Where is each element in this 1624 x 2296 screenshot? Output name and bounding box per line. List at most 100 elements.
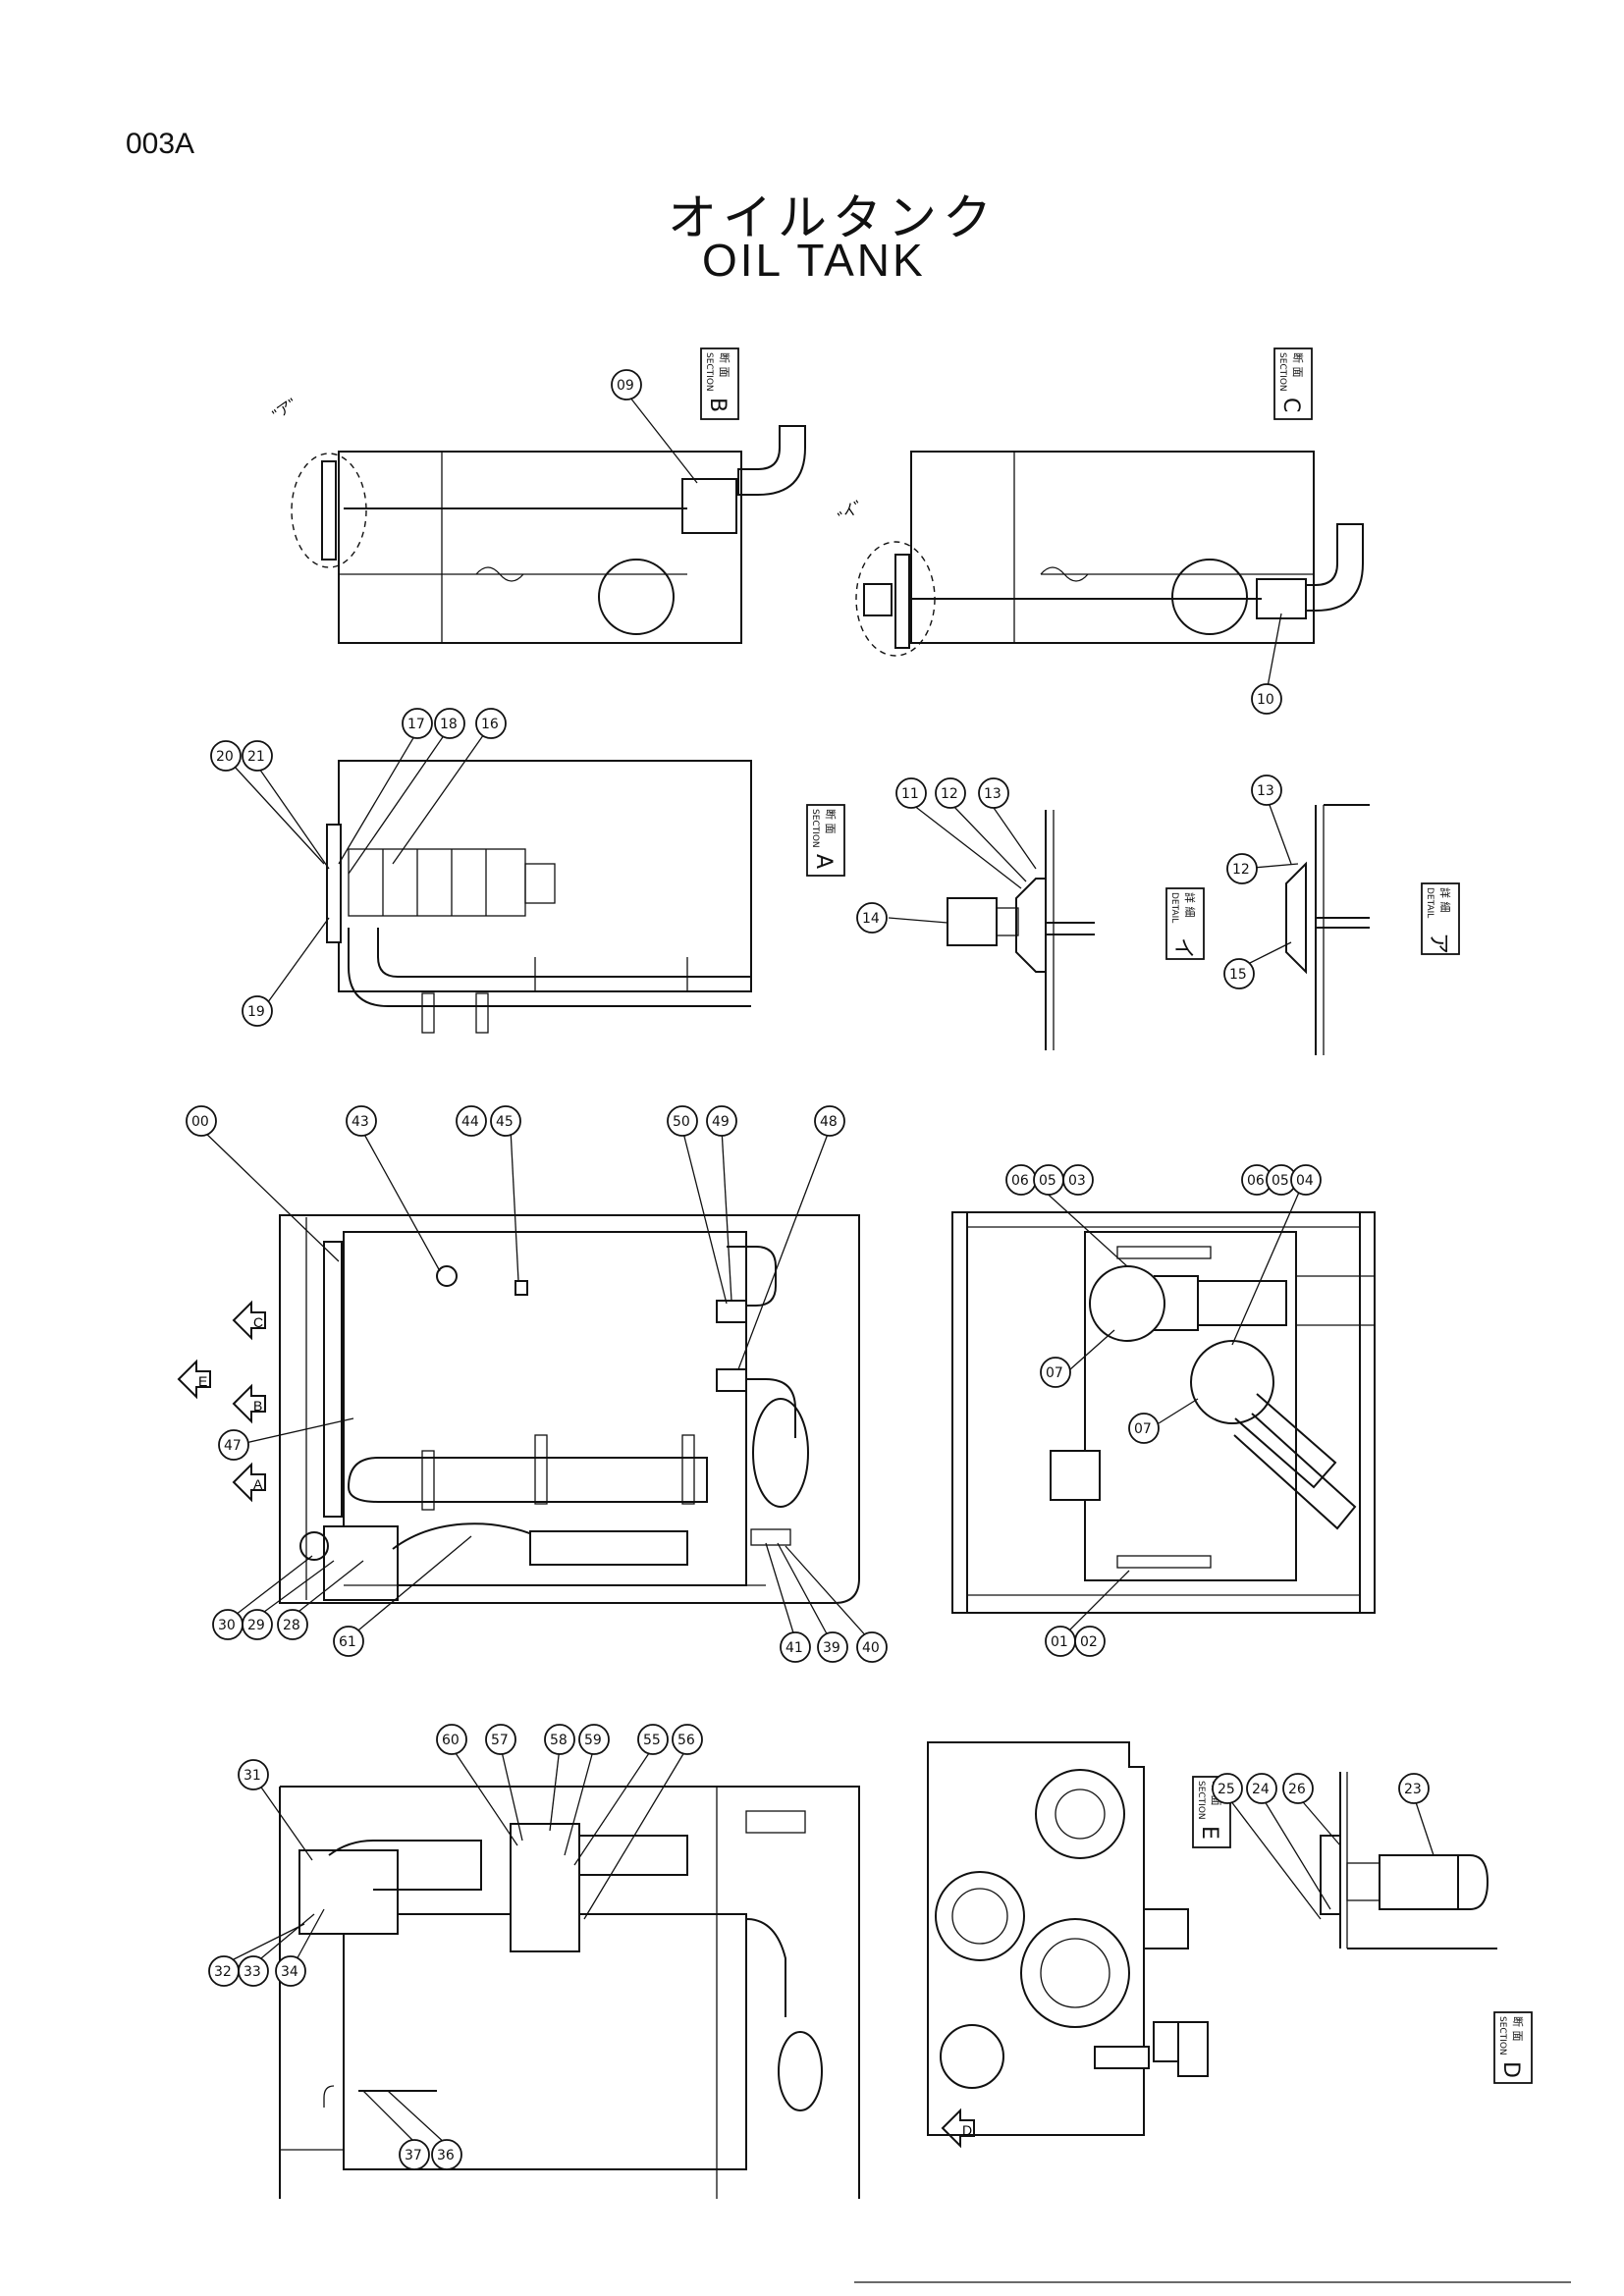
callout-12-b: 12 [1226,853,1258,884]
svg-text:ア: ア [1426,933,1450,954]
view-arrow-c: C [232,1300,266,1341]
callout-04: 04 [1290,1164,1322,1196]
svg-text:13: 13 [1257,783,1274,799]
callout-12-a: 12 [935,777,966,809]
svg-text:15: 15 [1229,967,1247,983]
callout-59: 59 [578,1724,610,1755]
svg-text:48: 48 [820,1114,838,1130]
label-section-c: 断 面 SECTION C [1273,347,1313,420]
callout-37: 37 [399,2139,430,2170]
callout-43: 43 [346,1105,377,1137]
main-top-view [279,1214,860,1604]
svg-text:断 面: 断 面 [1291,352,1305,378]
detail-i-view [947,810,1095,1050]
svg-text:11: 11 [901,786,919,802]
callout-03: 03 [1062,1164,1094,1196]
callout-14: 14 [856,902,888,934]
svg-text:44: 44 [461,1114,479,1130]
callout-39: 39 [817,1631,848,1663]
svg-text:D: D [962,2122,972,2138]
svg-text:04: 04 [1296,1173,1314,1189]
svg-text:E: E [198,1373,207,1389]
svg-text:47: 47 [224,1438,242,1454]
callout-49: 49 [706,1105,737,1137]
svg-text:06: 06 [1011,1173,1029,1189]
ref-mark-left: "ア" [270,396,300,424]
svg-text:41: 41 [785,1640,803,1656]
svg-text:D: D [1498,2061,1523,2078]
callout-06-a: 06 [1005,1164,1037,1196]
svg-text:詳 細: 詳 細 [1438,887,1452,913]
svg-text:DETAIL: DETAIL [1425,887,1435,918]
callout-58: 58 [544,1724,575,1755]
callout-09: 09 [611,369,642,400]
svg-text:55: 55 [643,1733,661,1748]
callout-48: 48 [814,1105,845,1137]
svg-text:09: 09 [617,378,634,394]
svg-text:33: 33 [244,1964,261,1980]
svg-text:A: A [811,854,836,869]
label-detail-i: 詳 細 DETAIL イ [1165,887,1205,960]
section-d-view [1320,1772,1497,1949]
svg-text:02: 02 [1080,1634,1098,1650]
svg-text:01: 01 [1051,1634,1068,1650]
svg-text:57: 57 [491,1733,509,1748]
view-arrow-a: A [232,1462,266,1503]
svg-text:56: 56 [677,1733,695,1748]
label-detail-ro: 詳 細 DETAIL ア [1421,882,1460,955]
svg-text:16: 16 [481,717,499,732]
callout-50: 50 [667,1105,698,1137]
svg-text:12: 12 [1232,862,1250,878]
ref-mark-right: "イ" [836,498,866,526]
svg-text:05: 05 [1272,1173,1289,1189]
callout-60: 60 [436,1724,467,1755]
svg-text:13: 13 [984,786,1001,802]
svg-text:07: 07 [1046,1365,1063,1381]
svg-text:03: 03 [1068,1173,1086,1189]
svg-text:詳 細: 詳 細 [1183,892,1197,918]
section-c-view [855,451,1364,657]
svg-text:24: 24 [1252,1782,1270,1797]
svg-text:26: 26 [1288,1782,1306,1797]
view-d-plan [951,1211,1376,1614]
svg-text:断 面: 断 面 [718,352,731,378]
callout-33: 33 [238,1955,269,1987]
svg-text:40: 40 [862,1640,880,1656]
svg-text:37: 37 [405,2148,422,2163]
svg-text:61: 61 [339,1634,356,1650]
callout-45: 45 [490,1105,521,1137]
callout-30: 30 [212,1609,244,1640]
page-title-japanese: オイルタンク [668,189,998,246]
callout-41: 41 [780,1631,811,1663]
callout-55: 55 [637,1724,669,1755]
callout-36: 36 [431,2139,462,2170]
svg-text:36: 36 [437,2148,455,2163]
label-section-b: 断 面 SECTION B [700,347,739,420]
svg-text:断 面: 断 面 [1511,2016,1525,2042]
callout-24: 24 [1246,1773,1277,1804]
svg-text:SECTION: SECTION [704,352,714,392]
svg-text:34: 34 [281,1964,298,1980]
callout-07-b: 07 [1128,1413,1160,1444]
view-arrow-e: E [177,1359,211,1400]
callout-23: 23 [1398,1773,1430,1804]
callout-10: 10 [1251,683,1282,715]
svg-text:31: 31 [244,1768,261,1784]
callout-47: 47 [218,1429,249,1461]
svg-text:07: 07 [1134,1421,1152,1437]
detail-ro-view [1285,804,1370,1055]
callout-32: 32 [208,1955,240,1987]
section-a-view [326,760,752,1034]
callout-19: 19 [242,995,273,1027]
view-arrow-d: D [941,2108,975,2149]
svg-text:06: 06 [1247,1173,1265,1189]
callout-01: 01 [1045,1626,1076,1657]
svg-text:10: 10 [1257,692,1274,708]
callout-40: 40 [856,1631,888,1663]
svg-text:SECTION: SECTION [1196,1781,1206,1820]
svg-text:C: C [253,1314,263,1330]
svg-text:29: 29 [247,1618,265,1633]
svg-text:14: 14 [862,911,880,927]
callout-16: 16 [475,708,507,739]
leader-lines [200,392,1435,2146]
